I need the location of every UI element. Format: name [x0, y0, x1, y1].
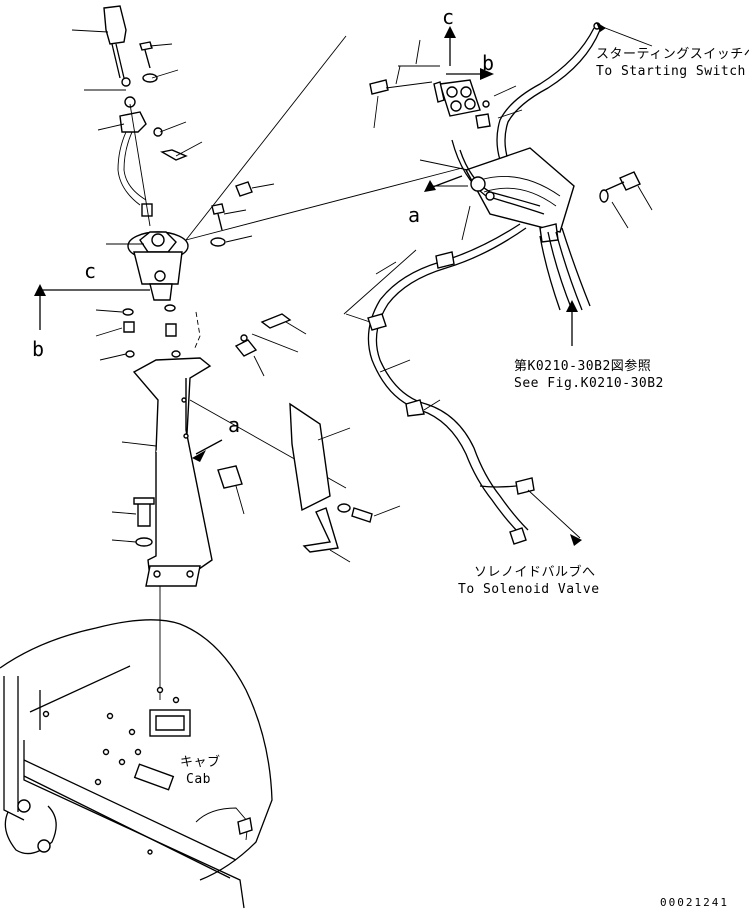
arrow-c-top: c — [442, 5, 456, 66]
connector-parts — [95, 304, 201, 361]
note-starting-switch-jp: スターティングスイッチへ — [596, 47, 749, 62]
note-cab-jp: キャブ — [180, 754, 221, 770]
ref-c-top: c — [442, 5, 454, 29]
note-solenoid-en: To Solenoid Valve — [458, 582, 600, 597]
bolt-right — [599, 171, 653, 229]
cab-floor: キャブ Cab — [0, 619, 273, 909]
ref-a-top: a — [408, 203, 420, 227]
arrow-b-top: b — [446, 51, 494, 80]
junction-box: a — [408, 139, 575, 243]
note-solenoid-jp: ソレノイドバルブへ — [474, 564, 596, 580]
lever-knob-assembly — [71, 5, 203, 227]
switch-body — [106, 35, 463, 301]
arrow-c-left: c b — [32, 259, 150, 361]
cable-bundle-k0210: 第K0210-30B2図参照 See Fig.K0210-30B2 — [514, 227, 664, 391]
drawing-code: 00021241 — [660, 896, 729, 909]
note-starting-switch-en: To Starting Switch — [596, 64, 746, 79]
note-see-fig-en: See Fig.K0210-30B2 — [514, 376, 664, 391]
ref-b-top: b — [482, 51, 494, 75]
starting-switch-wire: スターティングスイッチへ To Starting Switch — [496, 22, 749, 161]
harness-connector-group — [369, 39, 523, 129]
nut-washer-set — [210, 181, 275, 247]
note-cab-en: Cab — [186, 772, 211, 787]
bolt-washer-left — [111, 497, 155, 547]
main-harness: ソレノイドバルブへ To Solenoid Valve — [343, 223, 600, 597]
ref-b-left: b — [32, 337, 44, 361]
cover-plate — [289, 402, 401, 563]
note-see-fig-jp: 第K0210-30B2図参照 — [514, 358, 651, 374]
relay-block — [217, 465, 245, 515]
clip-bracket — [234, 313, 307, 377]
ref-c-left: c — [84, 259, 96, 283]
mounting-column: a — [121, 357, 347, 700]
